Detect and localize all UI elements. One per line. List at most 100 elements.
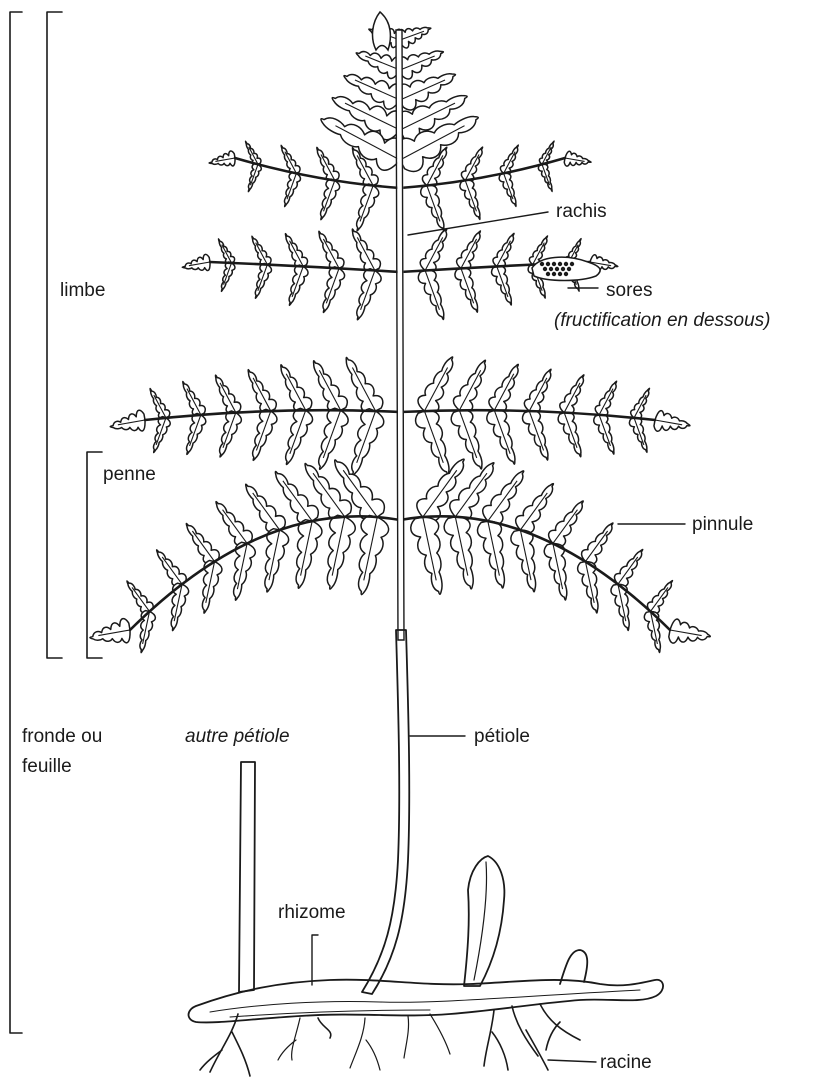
label-rachis: rachis bbox=[556, 201, 607, 222]
pinnule bbox=[195, 560, 224, 615]
pinnule bbox=[453, 266, 484, 315]
label-sores-note: (fructification en dessous) bbox=[554, 310, 771, 331]
pinnule bbox=[556, 410, 587, 460]
pinnule bbox=[348, 267, 383, 322]
petiole bbox=[362, 630, 409, 994]
pinnule bbox=[521, 408, 556, 463]
pinnule bbox=[345, 225, 382, 275]
young-frond bbox=[464, 856, 504, 986]
pinna-tip bbox=[208, 150, 237, 169]
sorus-dot bbox=[561, 267, 565, 271]
pinnule bbox=[316, 514, 357, 592]
pinnule bbox=[313, 227, 346, 271]
pinna-tip bbox=[181, 254, 212, 275]
label-racine: racine bbox=[600, 1052, 652, 1073]
pinna-tip bbox=[668, 618, 712, 649]
pinnule bbox=[545, 496, 591, 549]
limbe-bracket bbox=[47, 12, 62, 658]
sorus-dot bbox=[549, 267, 553, 271]
pinnule bbox=[244, 408, 279, 463]
pinnule bbox=[476, 519, 514, 591]
pinnule bbox=[458, 178, 486, 222]
sorus-dot bbox=[570, 262, 574, 266]
pinnule bbox=[416, 267, 451, 322]
label-limbe: limbe bbox=[60, 280, 105, 301]
pinnule bbox=[241, 365, 278, 415]
pinnule bbox=[512, 478, 562, 536]
pinnule bbox=[164, 582, 190, 632]
pinnule bbox=[498, 171, 521, 208]
label-sores: sores bbox=[606, 280, 652, 301]
pinnule bbox=[315, 266, 346, 315]
sorus-dot bbox=[564, 262, 568, 266]
label-penne: penne bbox=[103, 464, 156, 485]
label-rhizome: rhizome bbox=[278, 902, 346, 923]
label-fronde-line2: feuille bbox=[22, 756, 72, 777]
sorus-dot bbox=[543, 267, 547, 271]
fronde-bracket bbox=[10, 12, 22, 1033]
pinnule bbox=[279, 171, 302, 208]
pinnule bbox=[212, 410, 243, 460]
pinnule bbox=[610, 583, 636, 633]
pinnule bbox=[349, 183, 381, 234]
pinnule bbox=[537, 163, 556, 194]
pinnule bbox=[209, 371, 243, 416]
pinnule bbox=[628, 416, 652, 455]
pinna-tip bbox=[653, 410, 691, 437]
pinnule bbox=[449, 407, 491, 473]
pinnule bbox=[238, 478, 288, 536]
pinnule bbox=[314, 178, 342, 222]
pinnule bbox=[593, 378, 623, 418]
sorus-dot bbox=[540, 262, 544, 266]
frond bbox=[88, 12, 713, 654]
pinnule bbox=[629, 386, 655, 421]
pinnule bbox=[454, 228, 487, 272]
pinnule bbox=[177, 378, 207, 418]
pinnule bbox=[216, 261, 236, 293]
pinnule bbox=[244, 163, 263, 194]
pinnule bbox=[147, 416, 171, 455]
pinna-tip bbox=[564, 151, 593, 170]
pinnule bbox=[273, 360, 314, 415]
sorus-dot bbox=[552, 272, 556, 276]
label-pinnule: pinnule bbox=[692, 514, 753, 535]
pinnule bbox=[286, 519, 324, 591]
pinnule bbox=[419, 183, 451, 234]
pinnule bbox=[282, 264, 309, 308]
sorus-dot bbox=[558, 262, 562, 266]
pinnule bbox=[225, 541, 257, 602]
sorus-dot bbox=[546, 272, 550, 276]
sorus-dot bbox=[567, 267, 571, 271]
pinnule bbox=[276, 407, 314, 468]
pinnule bbox=[579, 518, 621, 567]
pinnule bbox=[490, 264, 517, 308]
sorus-dot bbox=[555, 267, 559, 271]
other-petiole bbox=[239, 762, 255, 992]
pinna-tip bbox=[108, 410, 146, 437]
pinnule bbox=[247, 233, 272, 267]
rachis bbox=[396, 30, 404, 640]
pinnule bbox=[592, 412, 620, 456]
pinnule bbox=[543, 541, 575, 602]
pinnule bbox=[558, 371, 592, 416]
pinnule bbox=[485, 407, 523, 468]
pinnule bbox=[180, 518, 222, 567]
label-fronde-line1: fronde ou bbox=[22, 726, 102, 747]
pinnule bbox=[309, 406, 351, 472]
pinna-tip bbox=[88, 618, 132, 649]
pinnule bbox=[442, 514, 483, 592]
sorus-dot bbox=[558, 272, 562, 276]
pinnule bbox=[450, 356, 495, 415]
sorus-dot bbox=[552, 262, 556, 266]
label-autre-petiole: autre pétiole bbox=[185, 726, 290, 747]
pinnule bbox=[209, 496, 255, 549]
pinnule bbox=[249, 263, 273, 301]
label-petiole: pétiole bbox=[474, 726, 530, 747]
sorus-dot bbox=[564, 272, 568, 276]
pinnule bbox=[491, 230, 520, 269]
pinnule bbox=[280, 230, 309, 269]
pinnule bbox=[145, 386, 171, 421]
pinnule bbox=[180, 412, 208, 456]
